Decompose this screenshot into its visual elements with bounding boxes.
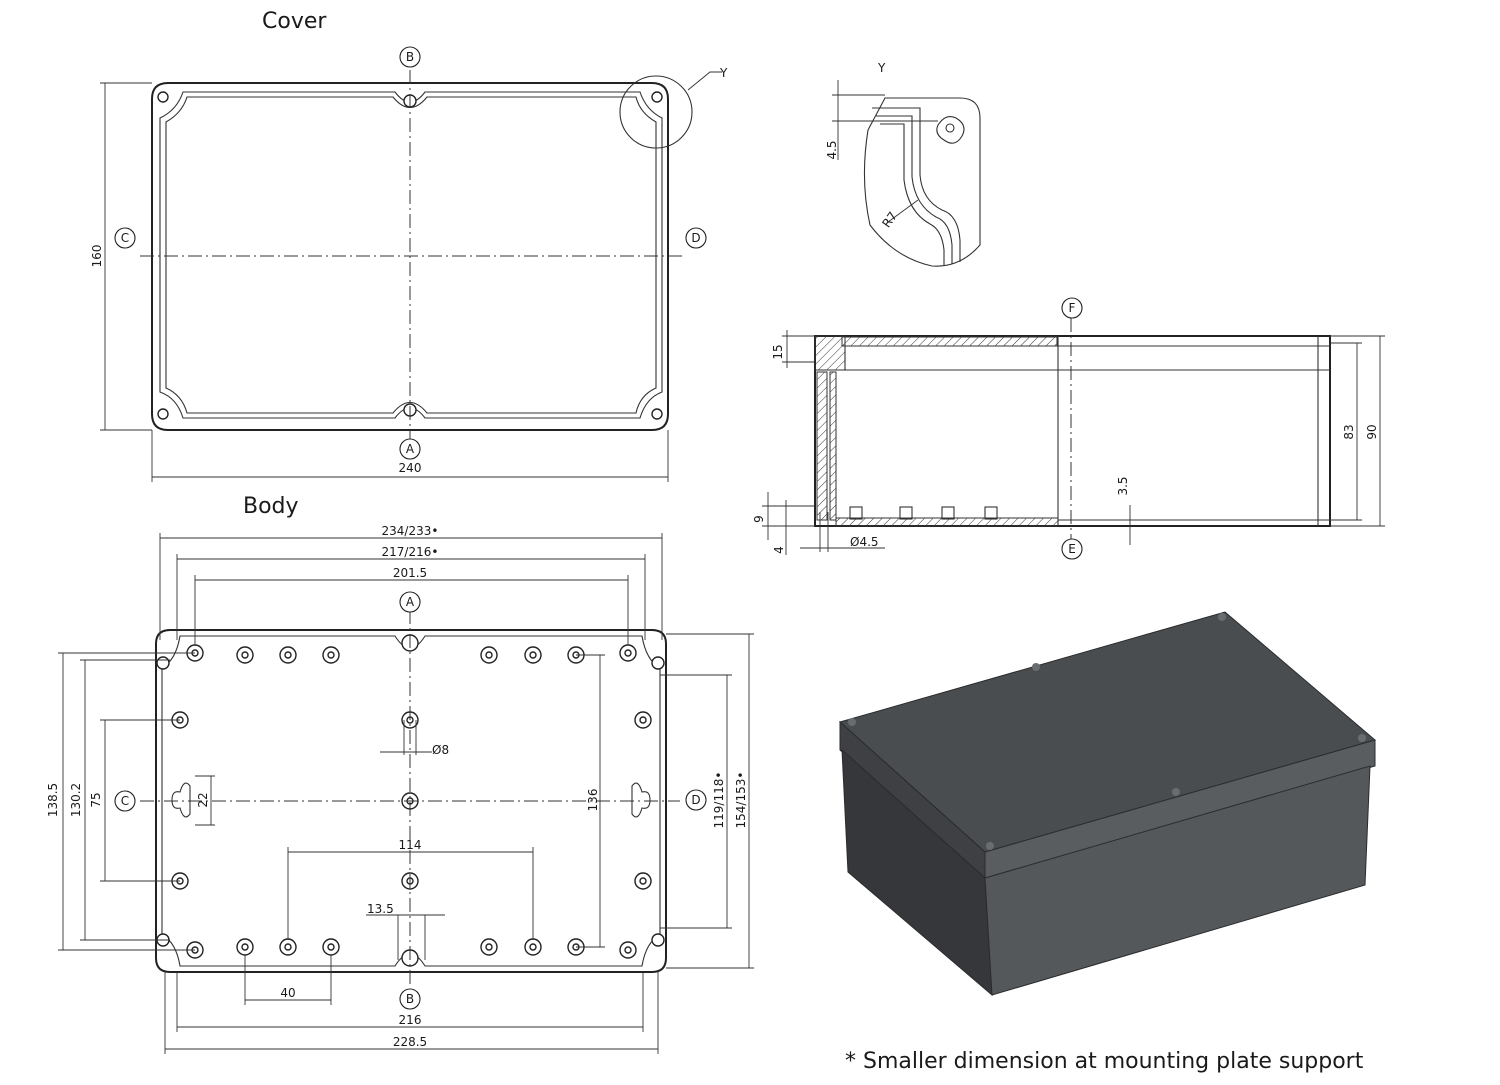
body-dim-2285: 228.5	[393, 1035, 427, 1049]
label-c-body: C	[114, 790, 136, 812]
body-view: Body	[46, 494, 754, 1054]
detail-wall-outer	[872, 107, 961, 262]
svg-text:D: D	[691, 231, 700, 245]
body-dim-1302: 130.2	[69, 783, 83, 817]
section-view: 15 83 90 3.5 9 4 Ø4.5 F E	[752, 297, 1385, 560]
section-wall-dim: 15	[771, 344, 785, 359]
cover-view: Cover Y 240 160 B A C D	[90, 9, 728, 482]
detail-screw-slot	[936, 116, 965, 144]
section-boss	[941, 506, 955, 520]
body-dim-40: 40	[280, 986, 295, 1000]
cover-height-dim: 160	[90, 245, 104, 268]
svg-text:A: A	[406, 442, 415, 456]
svg-text:B: B	[406, 50, 414, 64]
body-dim-114: 114	[399, 838, 422, 852]
body-dim-154: 154/153•	[734, 772, 748, 829]
lid-screw	[986, 842, 994, 850]
lid-screw	[1172, 788, 1180, 796]
svg-text:C: C	[121, 231, 129, 245]
cover-width-dim: 240	[399, 461, 422, 475]
detail-circle-y	[619, 75, 693, 149]
body-outline	[155, 629, 667, 973]
svg-text:E: E	[1068, 542, 1076, 556]
section-boss	[849, 506, 863, 520]
cover-hole	[157, 91, 169, 103]
lid-screw	[1358, 734, 1366, 742]
svg-text:F: F	[1069, 301, 1076, 315]
side-slot-left	[171, 782, 191, 818]
detail-screw-hole	[945, 123, 955, 133]
label-e: E	[1061, 538, 1083, 560]
body-dim-217: 217/216•	[382, 545, 439, 559]
section-hole-dia-dim: Ø4.5	[850, 535, 879, 549]
label-d-cover: D	[685, 227, 707, 249]
enclosure-body-front	[984, 765, 1371, 996]
detail-offset-dim: 4.5	[825, 140, 839, 159]
mounting-holes	[156, 634, 665, 967]
enclosure-lid-front	[984, 739, 1376, 879]
body-dim-216: 216	[399, 1013, 422, 1027]
detail-wall-inner2	[880, 123, 945, 265]
section-boss-height-dim: 3.5	[1116, 476, 1130, 495]
section-foot4-dim: 4	[772, 546, 786, 554]
label-c-cover: C	[114, 227, 136, 249]
section-wall-hatch	[816, 371, 828, 521]
body-dim-1385: 138.5	[46, 783, 60, 817]
body-dim-234: 234/233•	[382, 524, 439, 538]
section-outer-height-dim: 90	[1365, 424, 1379, 439]
section-lid-hatch	[841, 336, 1058, 347]
svg-text:B: B	[406, 992, 414, 1006]
detail-y-title: Y	[877, 61, 886, 75]
section-corner-hatch	[814, 335, 846, 371]
side-slot-right	[631, 782, 651, 818]
cover-outline	[151, 82, 669, 431]
section-boss	[984, 506, 998, 520]
cover-hole	[157, 408, 169, 420]
body-title: Body	[243, 494, 299, 519]
label-a-cover: A	[399, 438, 421, 460]
section-inner-height-dim: 83	[1342, 424, 1356, 439]
detail-outline	[863, 97, 981, 267]
label-b-body: B	[399, 988, 421, 1010]
body-dim-22: 22	[196, 792, 210, 807]
lid-screw	[1032, 663, 1040, 671]
detail-radius-dim: R7	[879, 209, 900, 230]
lid-screw	[1218, 613, 1226, 621]
enclosure-3d-render	[838, 611, 1377, 997]
detail-label: Y	[719, 66, 728, 80]
svg-text:C: C	[121, 794, 129, 808]
label-b-cover: B	[399, 46, 421, 68]
section-foot9-dim: 9	[752, 515, 766, 523]
detail-y-view: Y 4.5 R7	[825, 61, 981, 267]
footnote: * Smaller dimension at mounting plate su…	[845, 1049, 1364, 1074]
section-outline	[814, 335, 1331, 527]
lid-screw	[848, 718, 856, 726]
cover-gasket-inner	[165, 96, 657, 414]
svg-text:A: A	[406, 595, 415, 609]
svg-text:D: D	[691, 793, 700, 807]
section-boss	[899, 506, 913, 520]
label-f: F	[1061, 297, 1083, 319]
cover-title: Cover	[262, 9, 327, 34]
detail-wall-inner	[876, 115, 953, 264]
label-a-body: A	[399, 591, 421, 613]
body-dim-119: 119/118•	[712, 772, 726, 829]
body-dim-135: 13.5	[367, 902, 394, 916]
cover-gasket-outer	[159, 91, 663, 419]
cover-hole	[651, 408, 663, 420]
body-dim-136: 136	[586, 789, 600, 812]
body-dim-75: 75	[89, 792, 103, 807]
body-dim-2015: 201.5	[393, 566, 427, 580]
cover-hole	[651, 91, 663, 103]
body-dim-d8: Ø8	[432, 743, 449, 757]
label-d-body: D	[685, 789, 707, 811]
detail-leader	[687, 71, 722, 91]
